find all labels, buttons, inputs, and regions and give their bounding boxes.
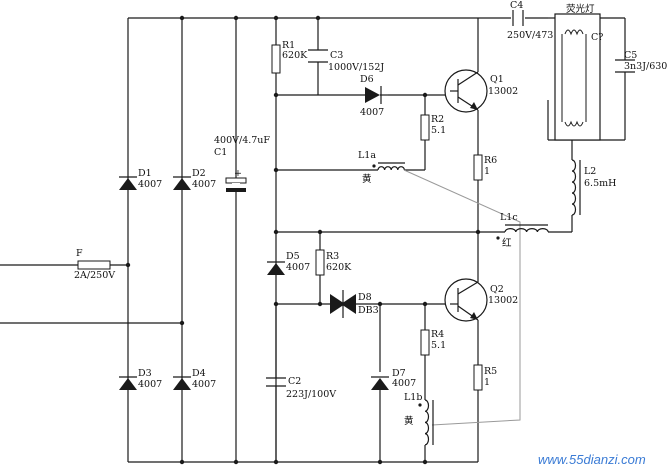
l1b-color: 黄 [404, 415, 414, 427]
diode-d5: D5 4007 [267, 251, 310, 275]
fluorescent-lamp: 荧光灯 C? [554, 3, 603, 141]
d2-value: 4007 [192, 179, 216, 190]
resistor-r4: R4 5.1 [420, 329, 446, 356]
c1-label: C1 [214, 147, 227, 158]
r6-value: 1 [484, 166, 490, 177]
resistor-r3: R3 620K [315, 249, 352, 276]
d1-label: D1 [138, 168, 152, 179]
d1-value: 4007 [138, 179, 162, 190]
d3-value: 4007 [138, 379, 162, 390]
q2-value: 13002 [488, 295, 518, 306]
inductor-l1a: L1a 黄 [358, 150, 405, 185]
q2-label: Q2 [490, 284, 504, 295]
capacitor-c3: C3 1000V/152J [308, 49, 384, 73]
r4-label: R4 [431, 329, 444, 340]
watermark-text: www.55dianzi.com [538, 452, 646, 467]
l1a-label: L1a [358, 150, 376, 161]
d5-label: D5 [286, 251, 300, 262]
d7-label: D7 [392, 368, 406, 379]
wiring [0, 17, 626, 463]
diode-d3: D3 4007 [119, 368, 162, 390]
transistor-q2: Q2 13002 [444, 278, 518, 322]
d3-label: D3 [138, 368, 152, 379]
diode-d4: D4 4007 [173, 368, 216, 390]
c4-value: 250V/473 [507, 30, 553, 41]
diode-d7: D7 4007 [371, 368, 416, 390]
junction-dots [125, 15, 481, 465]
l1c-color: 红 [502, 237, 512, 249]
capacitor-c2: C2 223J/100V [266, 376, 336, 400]
resistor-r5: R5 1 [473, 364, 497, 391]
diode-d2: D2 4007 [173, 168, 216, 190]
d2-label: D2 [192, 168, 206, 179]
l1a-color: 黄 [362, 173, 372, 185]
c4-label: C4 [510, 0, 523, 11]
d5-value: 4007 [286, 262, 310, 273]
r1-label: R1 [282, 40, 295, 51]
q1-label: Q1 [490, 74, 504, 85]
d4-label: D4 [192, 368, 206, 379]
transistor-q1: Q1 13002 [444, 69, 518, 113]
c1-value: 400V/4.7uF [214, 135, 270, 146]
c2-value: 223J/100V [286, 389, 336, 400]
lamp-label: 荧光灯 [566, 3, 595, 15]
r3-label: R3 [326, 251, 339, 262]
q1-value: 13002 [488, 86, 518, 97]
resistor-r6: R6 1 [473, 154, 497, 181]
resistor-r2: R2 5.1 [420, 114, 446, 141]
r1-value: 620K [282, 50, 308, 61]
c2-label: C2 [288, 376, 301, 387]
lamp-tag: C? [591, 32, 603, 43]
l2-value: 6.5mH [584, 178, 616, 189]
c3-label: C3 [330, 50, 343, 61]
c1-plus: + [234, 168, 242, 179]
fuse-value: 2A/250V [74, 270, 115, 281]
c5-label: C5 [624, 50, 637, 61]
d4-value: 4007 [192, 379, 216, 390]
inductor-l1b: L1b 黄 [404, 392, 434, 446]
r4-value: 5.1 [431, 340, 446, 351]
c5-value: 3n3J/630V [624, 61, 667, 72]
site-watermark: www.55dianzi.com [538, 452, 646, 467]
r6-label: R6 [484, 155, 497, 166]
r2-value: 5.1 [431, 125, 446, 136]
capacitor-c4: C4 250V/473 [507, 0, 553, 41]
diac-d8: D8 DB3 [330, 290, 379, 318]
r5-value: 1 [484, 377, 490, 388]
r2-label: R2 [431, 114, 444, 125]
d6-value: 4007 [360, 107, 384, 118]
fuse-label: F [76, 248, 83, 259]
r3-value: 620K [326, 262, 352, 273]
coupling-line [403, 169, 521, 426]
capacitor-c5: C5 3n3J/630V [615, 50, 667, 73]
diode-d1: D1 4007 [119, 168, 162, 190]
d7-value: 4007 [392, 378, 416, 389]
fuse-f: F 2A/250V [74, 248, 115, 281]
r5-label: R5 [484, 366, 497, 377]
inductor-l1c: L1c 红 [496, 212, 549, 249]
l2-label: L2 [584, 166, 596, 177]
d8-value: DB3 [358, 305, 379, 316]
c3-value: 1000V/152J [328, 62, 384, 73]
resistor-r1: R1 620K [271, 40, 308, 74]
d8-label: D8 [358, 292, 372, 303]
l1c-label: L1c [500, 212, 518, 223]
inductor-l2: L2 6.5mH [571, 159, 616, 216]
diode-d6: D6 4007 [360, 74, 388, 118]
d6-label: D6 [360, 74, 374, 85]
l1b-label: L1b [404, 392, 422, 403]
capacitor-c1: + 400V/4.7uF C1 [214, 135, 270, 192]
